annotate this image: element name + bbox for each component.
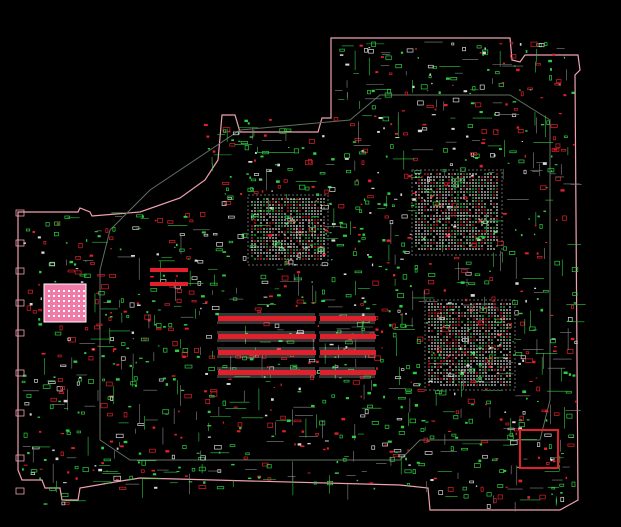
bga-chip-c xyxy=(424,299,516,391)
inner-region-outline xyxy=(99,94,551,461)
dimm-slots xyxy=(150,268,376,378)
bga-chip-b xyxy=(411,169,503,256)
red-component-outline xyxy=(519,429,559,469)
pink-connector xyxy=(43,283,87,323)
bga-chip-a xyxy=(247,194,329,266)
board-outline xyxy=(17,37,581,511)
